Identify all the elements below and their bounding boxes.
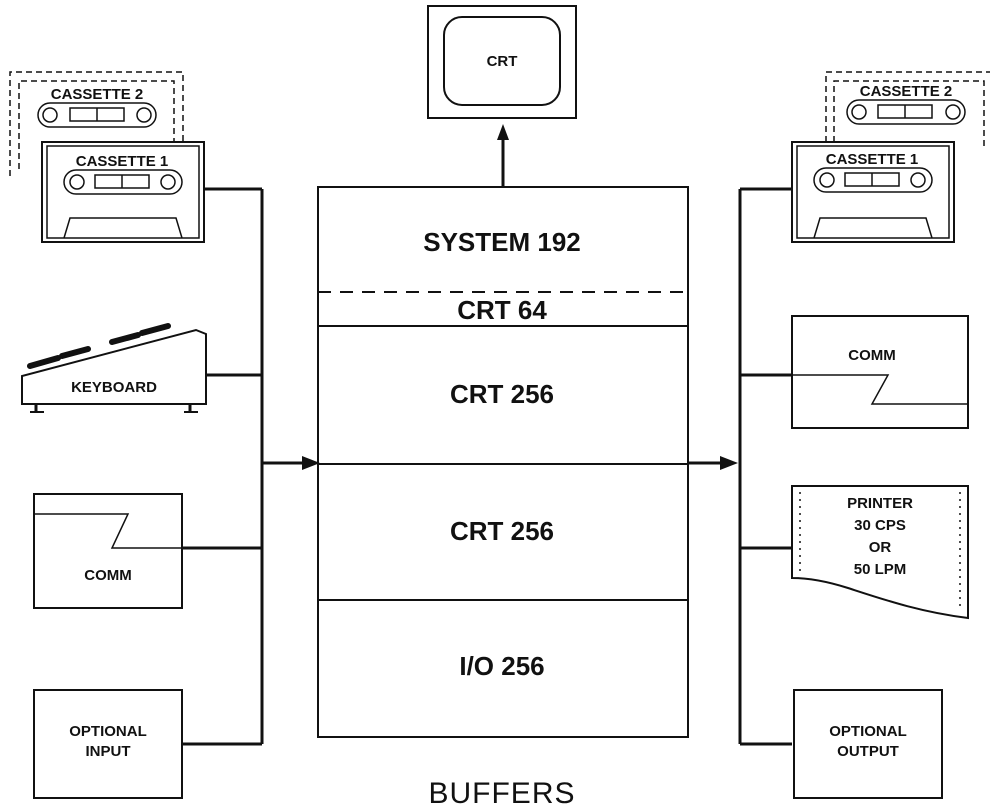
buffer-crt64: CRT 64 (457, 295, 547, 325)
input-optional: OPTIONAL INPUT (34, 690, 182, 798)
crt-monitor-label: CRT (487, 53, 518, 70)
output-optional-line2: OUTPUT (837, 743, 899, 760)
output-comm: COMM (792, 316, 968, 428)
input-optional-line2: INPUT (86, 743, 131, 760)
input-cassette-2-label: CASSETTE 2 (51, 86, 144, 103)
printer-line1: PRINTER (847, 495, 913, 512)
output-cassette-1-label: CASSETTE 1 (826, 151, 919, 168)
printer-line2: 30 CPS (854, 517, 906, 534)
buffer-system: SYSTEM 192 (423, 227, 581, 257)
buffer-stack: SYSTEM 192 CRT 64 CRT 256 CRT 256 I/O 25… (318, 187, 688, 737)
crt-arrowhead (497, 124, 509, 140)
crt-monitor: CRT (428, 6, 576, 118)
input-cassette-1-label: CASSETTE 1 (76, 153, 169, 170)
printer-line3: OR (869, 539, 892, 556)
input-keyboard: KEYBOARD (22, 326, 206, 412)
input-cassette-1: CASSETTE 1 (42, 142, 204, 242)
buffer-io: I/O 256 (459, 651, 544, 681)
input-bus (183, 189, 320, 744)
output-cassette-2-label: CASSETTE 2 (860, 83, 953, 100)
printer-line4: 50 LPM (854, 561, 907, 578)
buffer-crt256-a: CRT 256 (450, 379, 554, 409)
output-cassette-1: CASSETTE 1 (792, 142, 954, 242)
buffer-crt256-b: CRT 256 (450, 516, 554, 546)
output-printer: PRINTER 30 CPS OR 50 LPM (792, 486, 968, 618)
output-optional-line1: OPTIONAL (829, 723, 907, 740)
input-comm: COMM (34, 494, 182, 608)
output-bus (688, 189, 792, 744)
output-optional: OPTIONAL OUTPUT (794, 690, 942, 798)
input-optional-line1: OPTIONAL (69, 723, 147, 740)
output-cassette-2: CASSETTE 2 (826, 72, 990, 150)
buffers-title: BUFFERS (428, 777, 575, 810)
input-keyboard-label: KEYBOARD (71, 379, 157, 396)
output-comm-label: COMM (848, 347, 896, 364)
input-comm-label: COMM (84, 567, 132, 584)
